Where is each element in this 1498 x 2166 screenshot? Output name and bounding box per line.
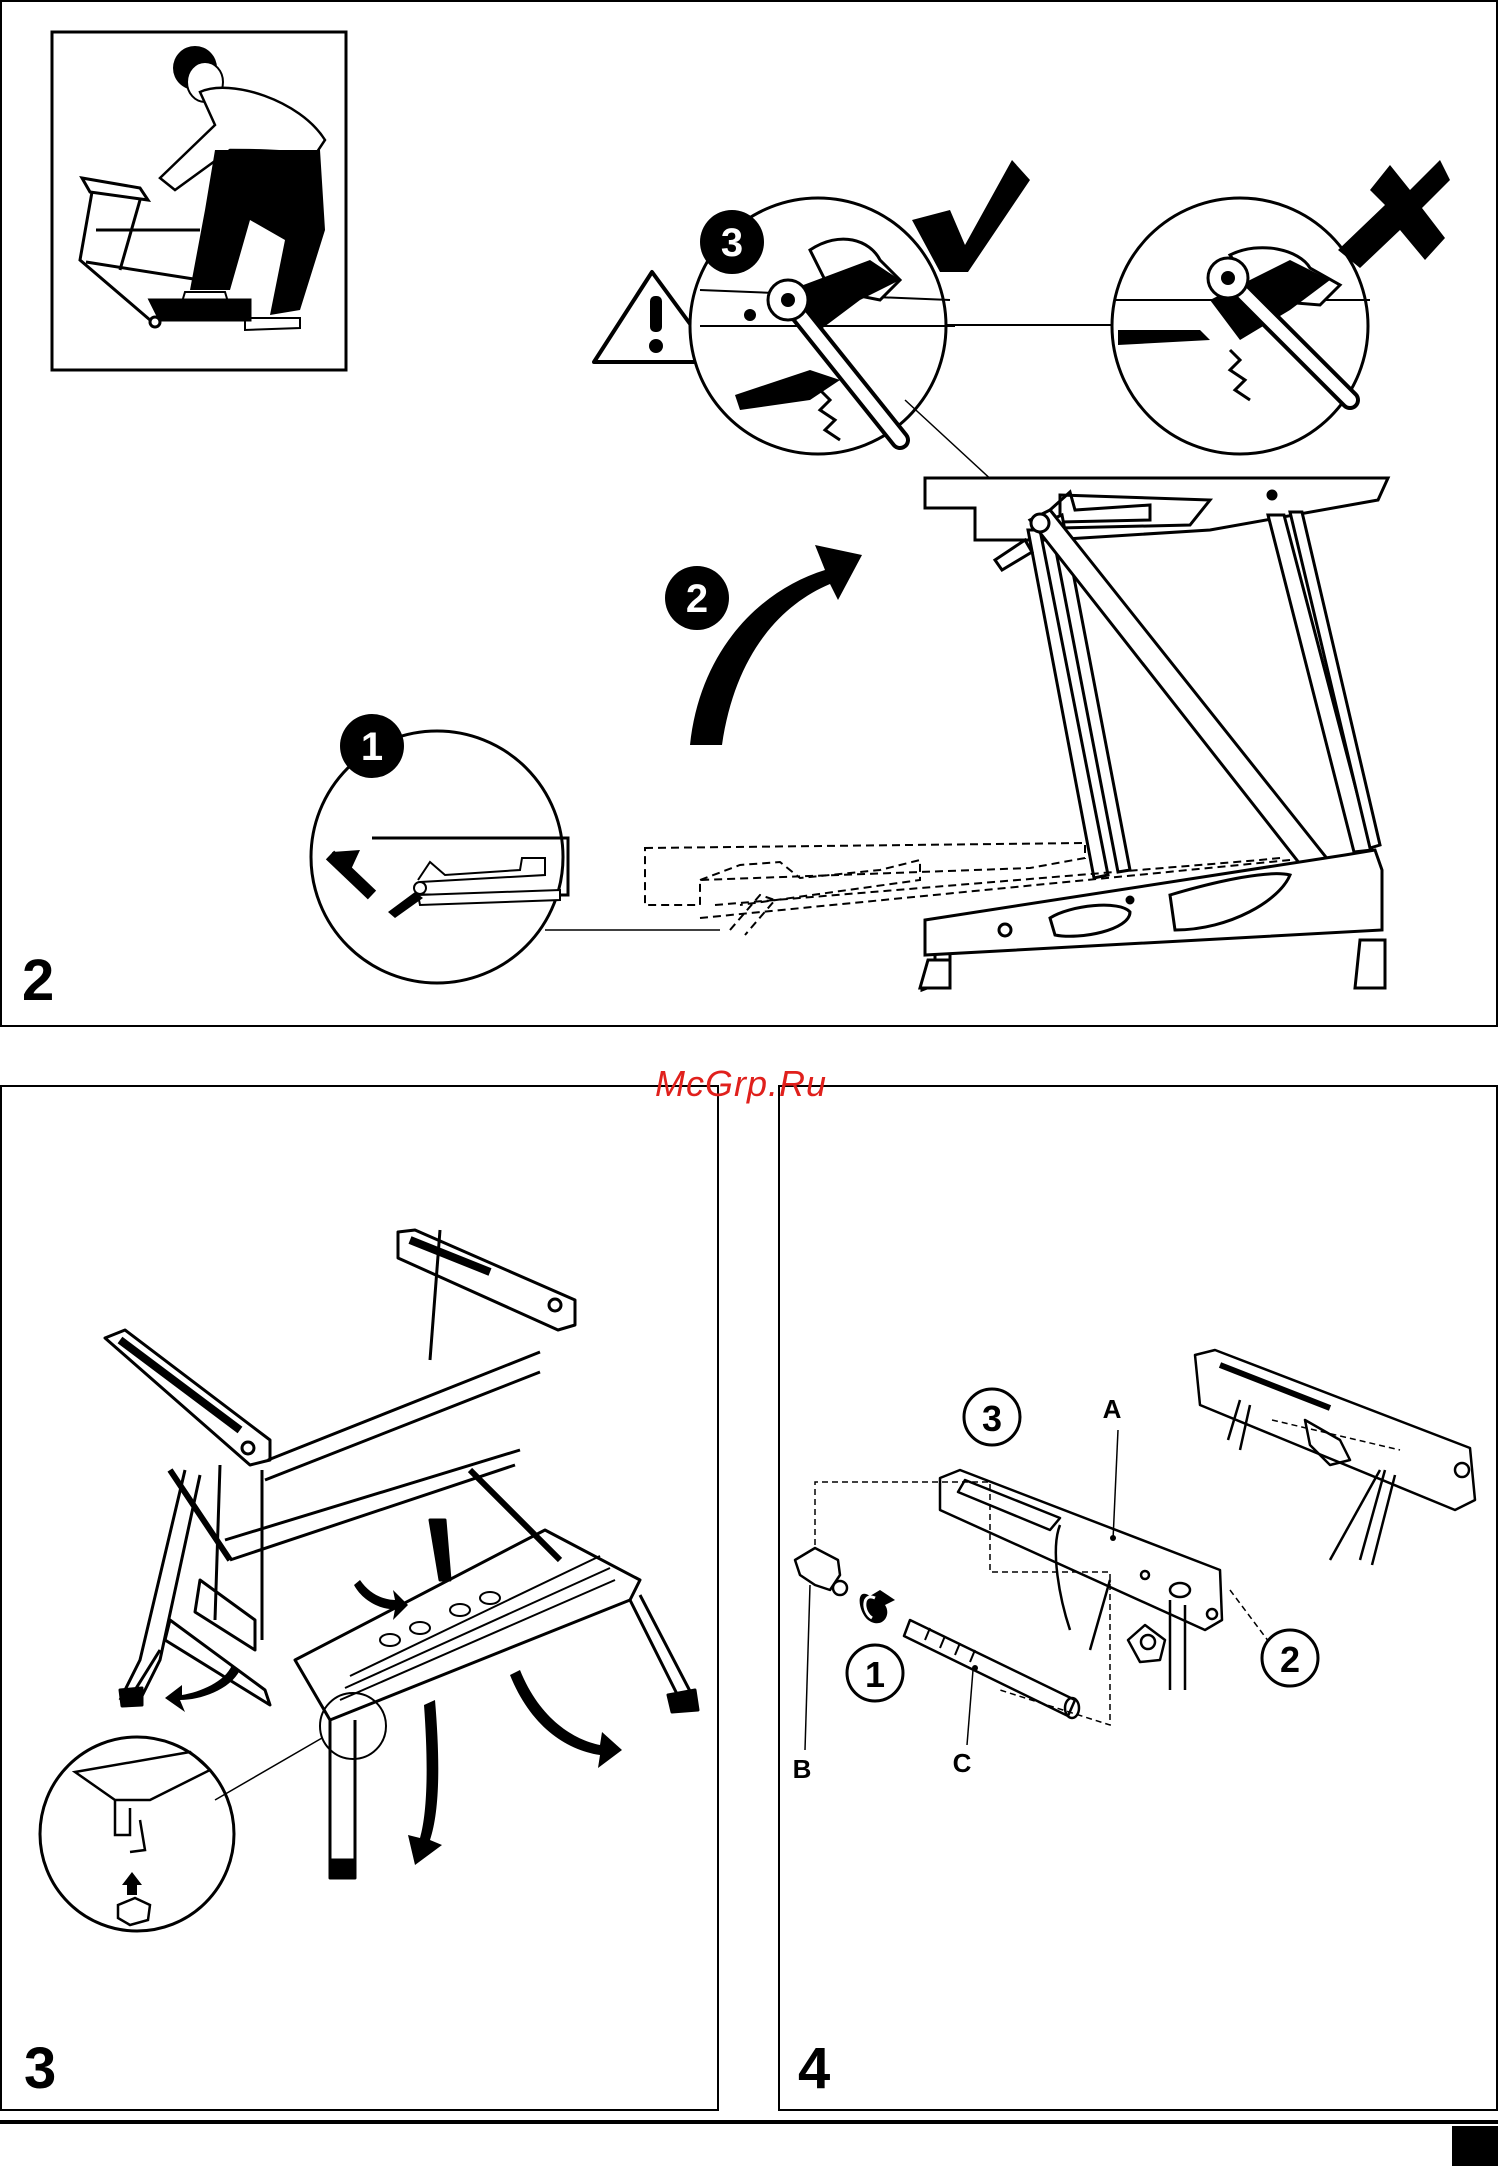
workbench-upright-drawing xyxy=(920,478,1388,990)
step-3-label: 3 xyxy=(721,221,743,265)
person-lifting-bench-inset xyxy=(52,32,346,370)
cross-icon xyxy=(1338,160,1450,268)
watermark: McGrp.Ru xyxy=(655,1063,827,1105)
figure-number-3: 3 xyxy=(24,2040,56,2098)
footer-rule xyxy=(0,2120,1498,2124)
incorrect-latch-detail xyxy=(1112,198,1370,454)
step-3-badge: 3 xyxy=(700,210,764,274)
fig4-step-1-label: 1 xyxy=(865,1654,885,1695)
page-corner-marker xyxy=(1452,2126,1498,2166)
step-3-circle: 3 xyxy=(964,1389,1020,1445)
checkmark-icon xyxy=(912,160,1030,272)
part-label-c: C xyxy=(953,1748,972,1778)
step-1-label: 1 xyxy=(361,725,383,769)
foot-cap-detail xyxy=(40,1737,322,1931)
fig4-step-3-label: 3 xyxy=(982,1398,1002,1439)
figure-number-2: 2 xyxy=(22,952,54,1010)
part-label-b: B xyxy=(793,1754,812,1784)
part-label-a: A xyxy=(1103,1394,1122,1424)
step-2-circle: 2 xyxy=(1262,1630,1318,1686)
step-2-badge: 2 xyxy=(665,566,729,630)
step-2-label: 2 xyxy=(686,577,708,621)
figure-number-4: 4 xyxy=(798,2040,830,2098)
fig4-step-2-label: 2 xyxy=(1280,1639,1300,1680)
step-1-badge: 1 xyxy=(340,714,404,778)
step-1-circle: 1 xyxy=(847,1645,903,1701)
